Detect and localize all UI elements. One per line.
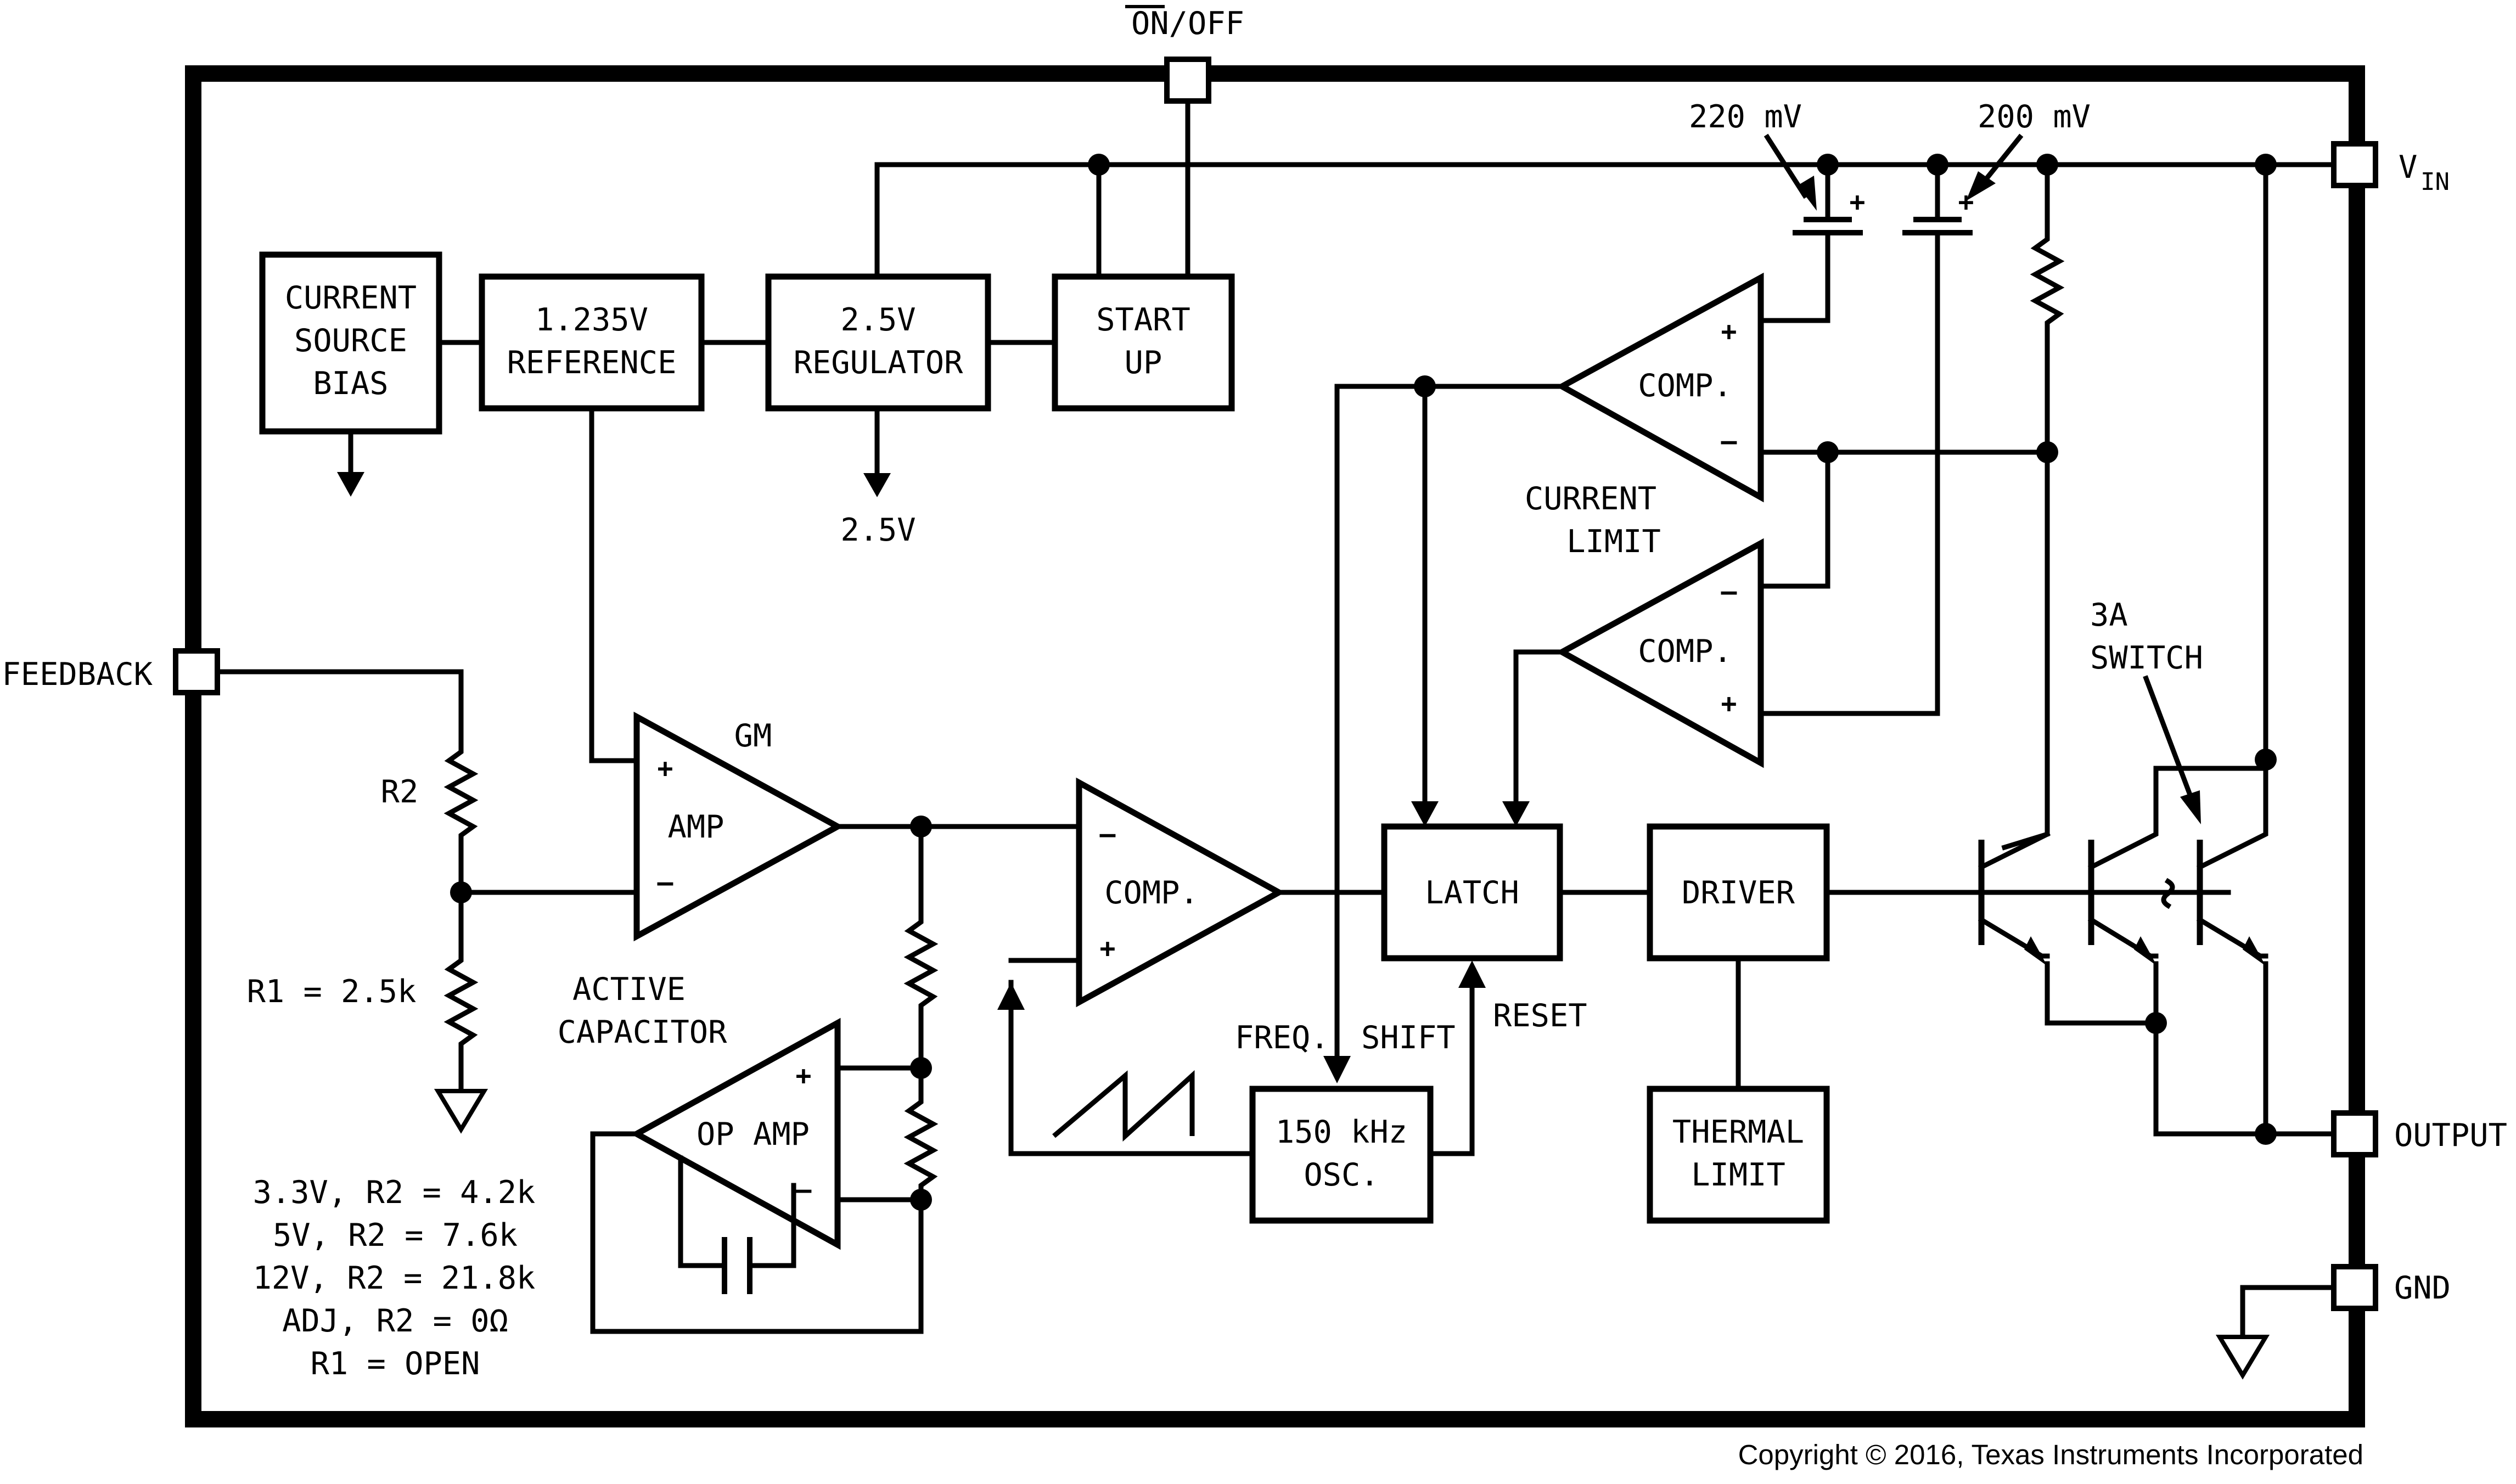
switch-line1: 3A [2090,597,2128,633]
on-off-pin: ON/OFF [1125,5,1244,104]
output-label: OUTPUT [2394,1117,2507,1154]
label-200mv: 200 mV [1978,99,2091,135]
on-off-label: ON/OFF [1131,5,1244,42]
gm-amp-minus: – [658,867,673,898]
thermal-line2: LIMIT [1691,1157,1785,1193]
comp-bottom-label: COMP. [1638,633,1732,670]
note-line: 5V, R2 = 7.6k [273,1217,518,1253]
r2-label: R2 [381,774,419,810]
op-amp-label: OP AMP [697,1116,810,1153]
switch-line2: SWITCH [2090,640,2203,676]
active-cap-line1: ACTIVE [572,971,686,1008]
pwm-comp-minus: – [1100,819,1116,850]
bias-line2: SOURCE [294,323,407,359]
reg-line1: 2.5V [840,302,916,338]
thermal-line1: THERMAL [1672,1114,1804,1150]
gm-label: GM [734,718,772,754]
output-pin: OUTPUT [2331,1110,2507,1157]
shift-label: SHIFT [1361,1020,1456,1056]
startup-line2: UP [1125,345,1162,381]
vin-rail [874,85,2346,280]
reference-block: 1.235V REFERENCE [479,273,705,412]
startup-line1: START [1096,302,1190,338]
gm-amp-label: AMP [668,809,725,845]
gm-amplifier: AMP + – GM [633,711,844,942]
latch-block: LATCH [1381,823,1563,962]
feedback-label: FEEDBACK [2,656,153,693]
active-cap-line2: CAPACITOR [558,1014,728,1050]
sawtooth-icon [1052,1070,1195,1142]
regulator-block: 2.5V REGULATOR 2.5V [765,273,991,548]
ref-line2: REFERENCE [507,345,677,381]
junction-dots [450,154,2277,1211]
osc-line1: 150 kHz [1276,1114,1407,1150]
startup-block: START UP [1052,273,1235,412]
note-line: R1 = OPEN [311,1346,480,1382]
bias-line1: CURRENT [285,280,417,316]
vsrc-220-plus: + [1850,187,1866,217]
sense-resistor [2001,162,2059,851]
note-line: 12V, R2 = 21.8k [253,1260,536,1296]
driver-block: DRIVER [1647,823,1830,962]
pwm-comp-plus: + [1100,933,1116,964]
r1-label: R1 = 2.5k [247,974,417,1010]
vin-label: V [2399,149,2417,186]
comp-top-minus: – [1721,426,1737,457]
gnd-label: GND [2394,1270,2451,1306]
label-220mv: 220 mV [1689,99,1802,135]
current-limit-line2: LIMIT [1566,524,1661,560]
vin-pin: V IN [2331,141,2450,196]
comparator-top: COMP. + – [1555,272,1764,503]
active-capacitor: OP AMP + – ACTIVE CAPACITOR [558,824,933,1334]
comparator-bottom: COMP. – + [1555,538,1764,768]
current-limit-line1: CURRENT [1525,481,1656,517]
bias-line3: BIAS [313,366,388,402]
reg-output-label: 2.5V [840,512,916,548]
comp-top-plus: + [1721,316,1737,347]
comp-bottom-plus: + [1721,688,1737,719]
switch-transistors: 3A SWITCH [1824,162,2337,1137]
feedback-pin: FEEDBACK [2,648,220,695]
reg-line2: REGULATOR [794,345,964,381]
feedback-divider: R2 R1 = 2.5k [215,669,639,1134]
comp-top-label: COMP. [1638,368,1732,404]
vin-subscript: IN [2420,168,2450,196]
copyright-text: Copyright © 2016, Texas Instruments Inco… [1738,1439,2363,1470]
gnd-pin: GND [2215,1264,2451,1380]
ic-package-outline [185,65,2365,1427]
osc-line2: OSC. [1304,1157,1379,1193]
note-line: 3.3V, R2 = 4.2k [253,1174,536,1211]
output-options-notes: 3.3V, R2 = 4.2k 5V, R2 = 7.6k 12V, R2 = … [253,1174,536,1382]
comp-bottom-minus: – [1721,576,1737,607]
thermal-limit-block: THERMAL LIMIT [1647,1086,1830,1224]
latch-label: LATCH [1425,875,1519,911]
freq-label: FREQ. [1235,1020,1329,1056]
current-source-bias-block: CURRENT SOURCE BIAS [259,251,442,497]
pwm-comp-label: COMP. [1104,875,1199,911]
oscillator-block: 150 kHz OSC. [1249,1086,1434,1224]
pwm-comparator: COMP. – + [1076,777,1285,1008]
ref-line1: 1.235V [535,302,648,338]
reset-label: RESET [1493,998,1587,1034]
gm-amp-plus: + [658,753,673,784]
driver-label: DRIVER [1682,875,1795,911]
op-amp-minus: – [796,1174,812,1205]
op-amp-plus: + [796,1060,812,1091]
note-line: ADJ, R2 = 0Ω [282,1303,508,1339]
